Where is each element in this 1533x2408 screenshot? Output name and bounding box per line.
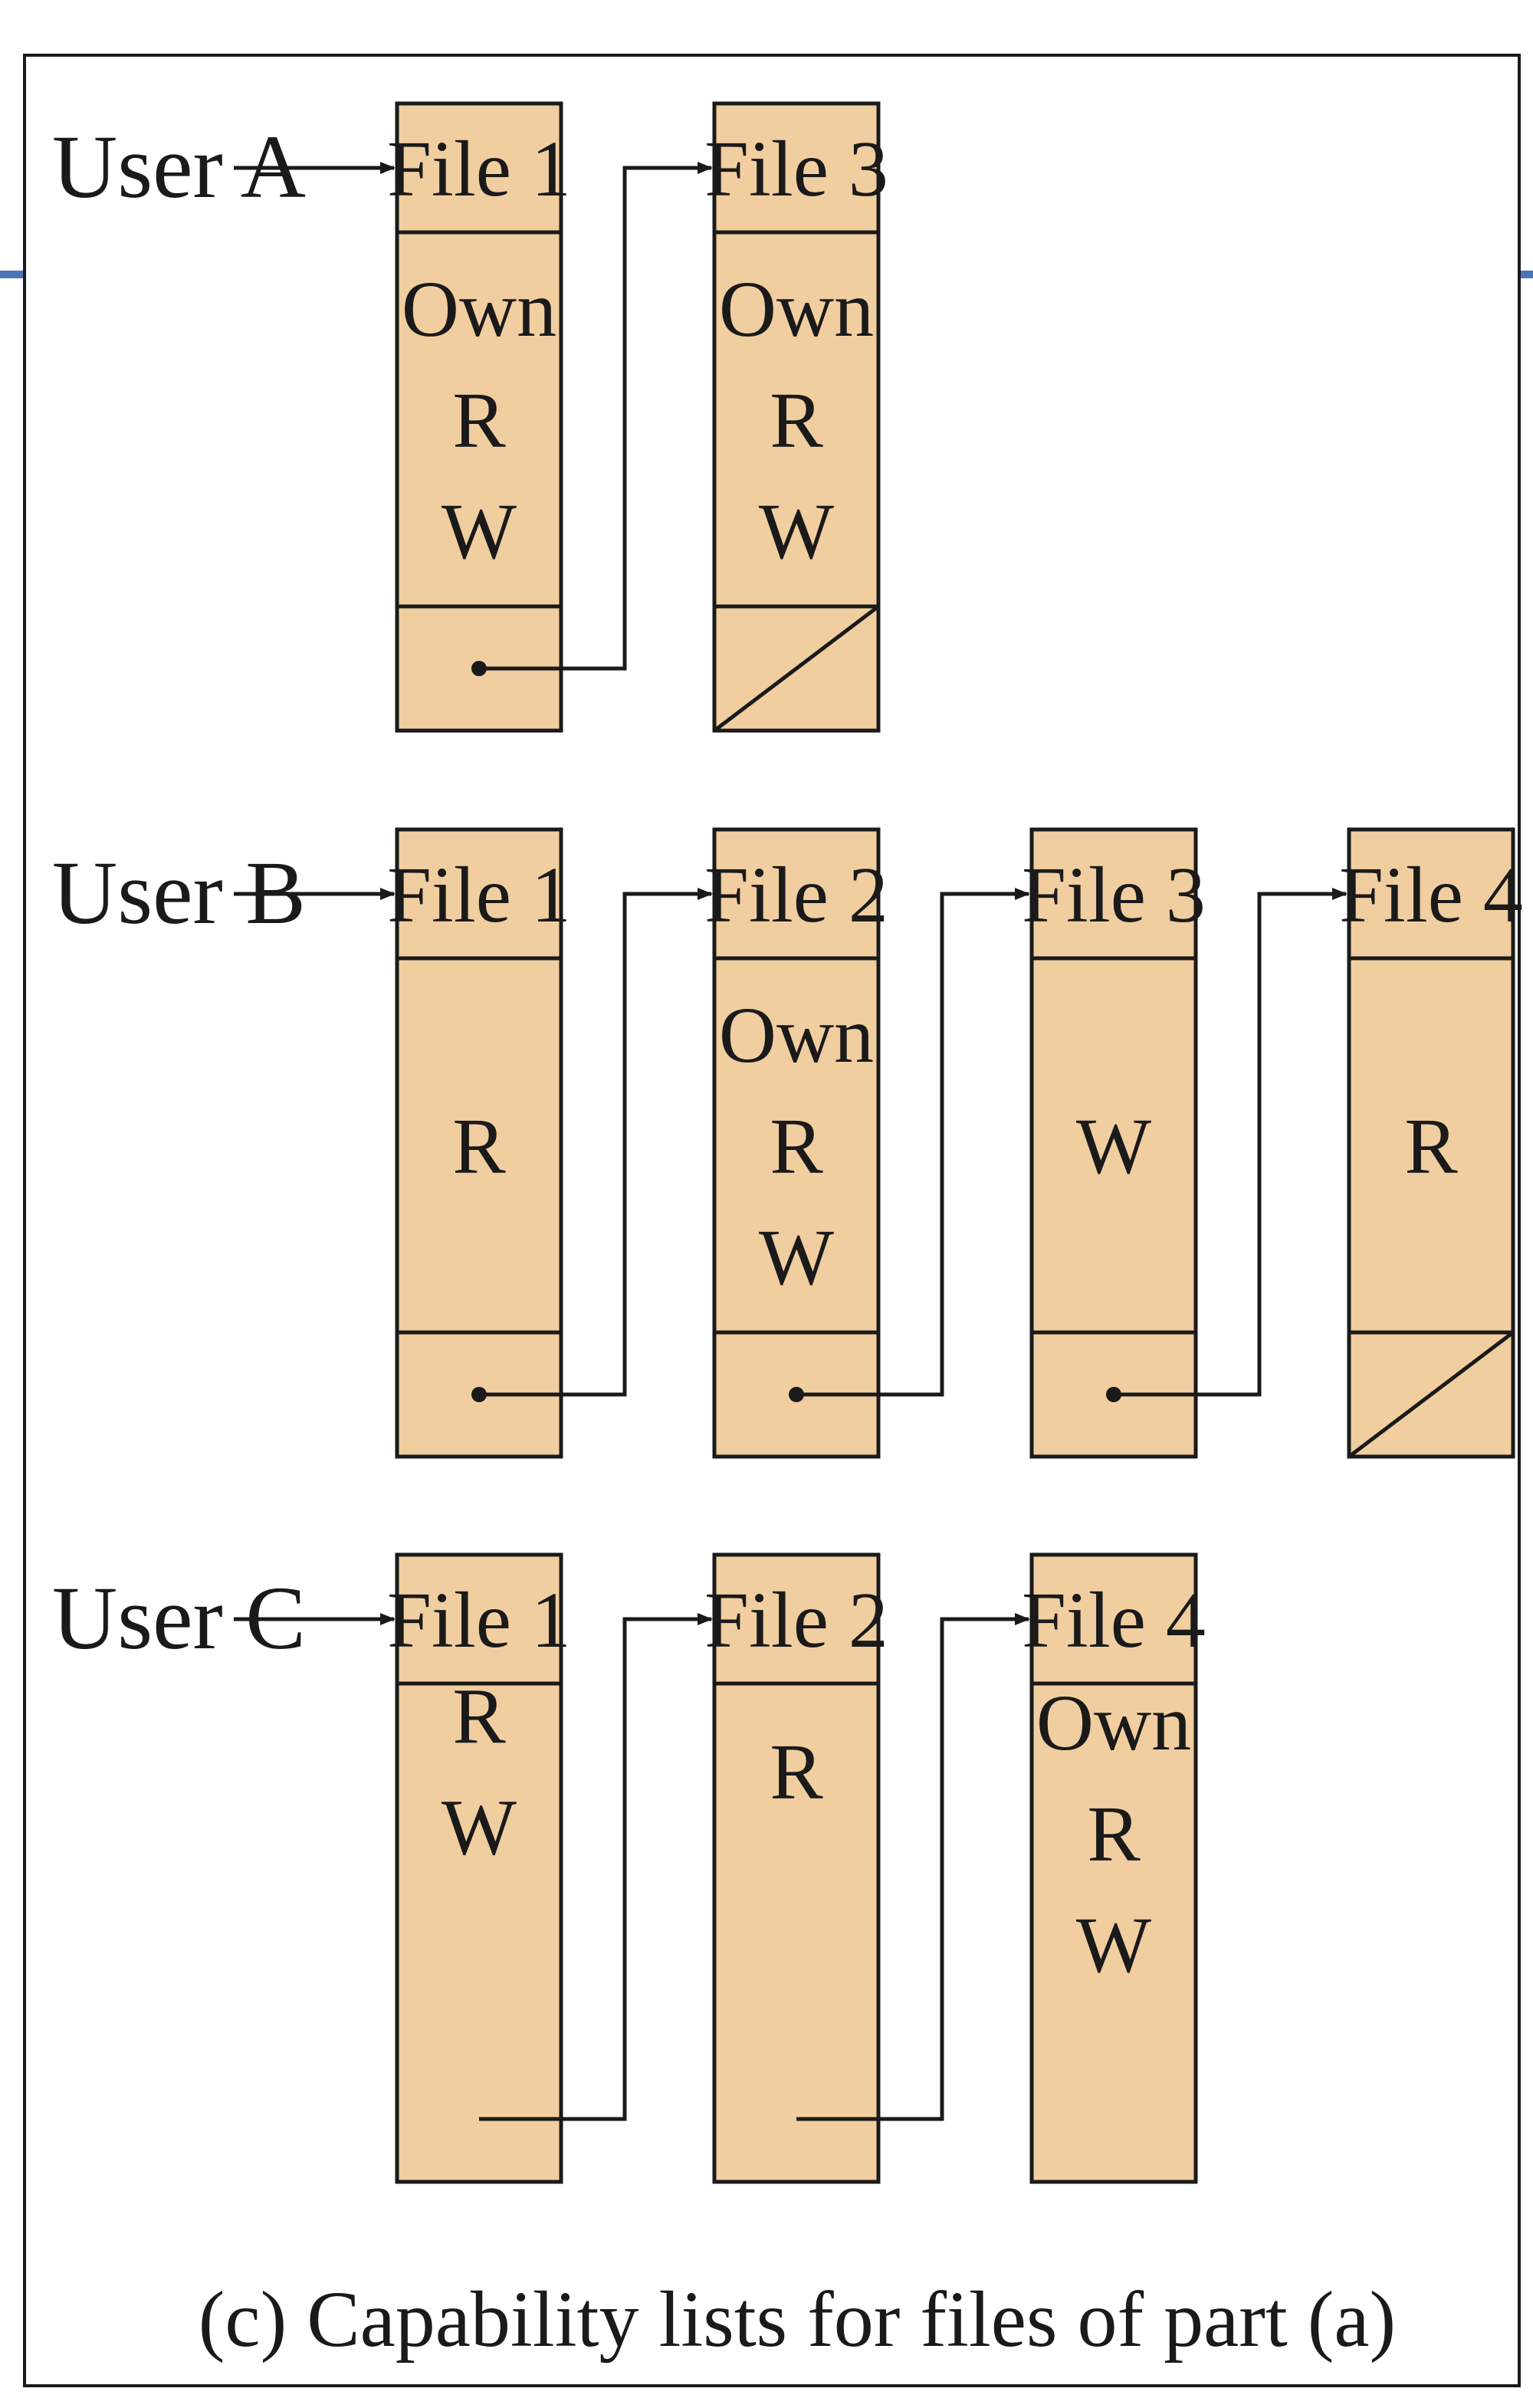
node-rights-cell [712,1681,881,2184]
file-label: File 1 [387,851,571,939]
next-pointer-arrow [1114,888,1348,1397]
access-right-label: W [1076,1901,1151,1989]
access-right-label: Own [719,991,874,1079]
next-pointer-arrow [796,888,1030,1397]
node-header-cell [395,827,563,961]
node-rights-cell [395,956,563,1335]
access-right-label: W [442,488,517,576]
capability-node: File 1 R [387,827,713,1459]
access-right-label: R [1087,1790,1141,1878]
access-right-label: Own [1036,1679,1191,1767]
access-right-label: Own [402,265,556,353]
null-pointer-slash [1348,1331,1515,1458]
next-pointer-arrow [479,162,713,671]
node-header-cell [395,101,563,235]
access-right-label: W [1076,1102,1151,1191]
file-label: File 2 [704,851,888,939]
access-right-label: W [759,1214,834,1302]
next-pointer-arrow [479,1613,713,2121]
node-rights-cell [712,230,881,609]
capability-node: File 4 R [1339,827,1523,1459]
capability-node: File 3 W [1022,827,1348,1459]
access-right-label: R [452,1102,506,1191]
node-rights-cell [1029,1681,1198,2184]
node-header-cell [395,1552,563,1686]
capability-node: File 1 RW [387,1552,713,2184]
file-label: File 4 [1022,1576,1206,1664]
file-label: File 1 [387,125,571,213]
file-label: File 3 [1022,851,1206,939]
access-right-label: W [759,488,834,576]
access-right-label: R [770,1728,823,1816]
node-header-cell [1347,827,1515,961]
null-pointer-slash [713,605,880,732]
file-label: File 4 [1339,851,1523,939]
node-rights-cell [712,956,881,1335]
file-label: File 3 [704,125,888,213]
node-rights-cell [395,1681,563,2184]
access-right-label: R [1404,1102,1458,1191]
next-pointer-arrow [796,1613,1030,2121]
node-rights-cell [1347,956,1515,1335]
access-right-label: R [770,1102,823,1191]
next-pointer-arrow [479,888,713,1397]
file-label: File 2 [704,1576,888,1664]
node-header-cell [712,101,881,235]
node-header-cell [1029,1552,1198,1686]
access-right-label: Own [719,265,874,353]
file-label: File 1 [387,1576,571,1664]
node-header-cell [712,827,881,961]
node-rights-cell [1029,956,1198,1335]
access-right-label: R [452,376,506,465]
figure-caption: (c) Capability lists for files of part (… [199,2275,1396,2364]
access-right-label: W [442,1784,517,1872]
capability-node: File 2 R [704,1552,1030,2184]
access-right-label: R [452,1673,506,1761]
node-header-cell [1029,827,1198,961]
access-right-label: R [770,376,823,465]
